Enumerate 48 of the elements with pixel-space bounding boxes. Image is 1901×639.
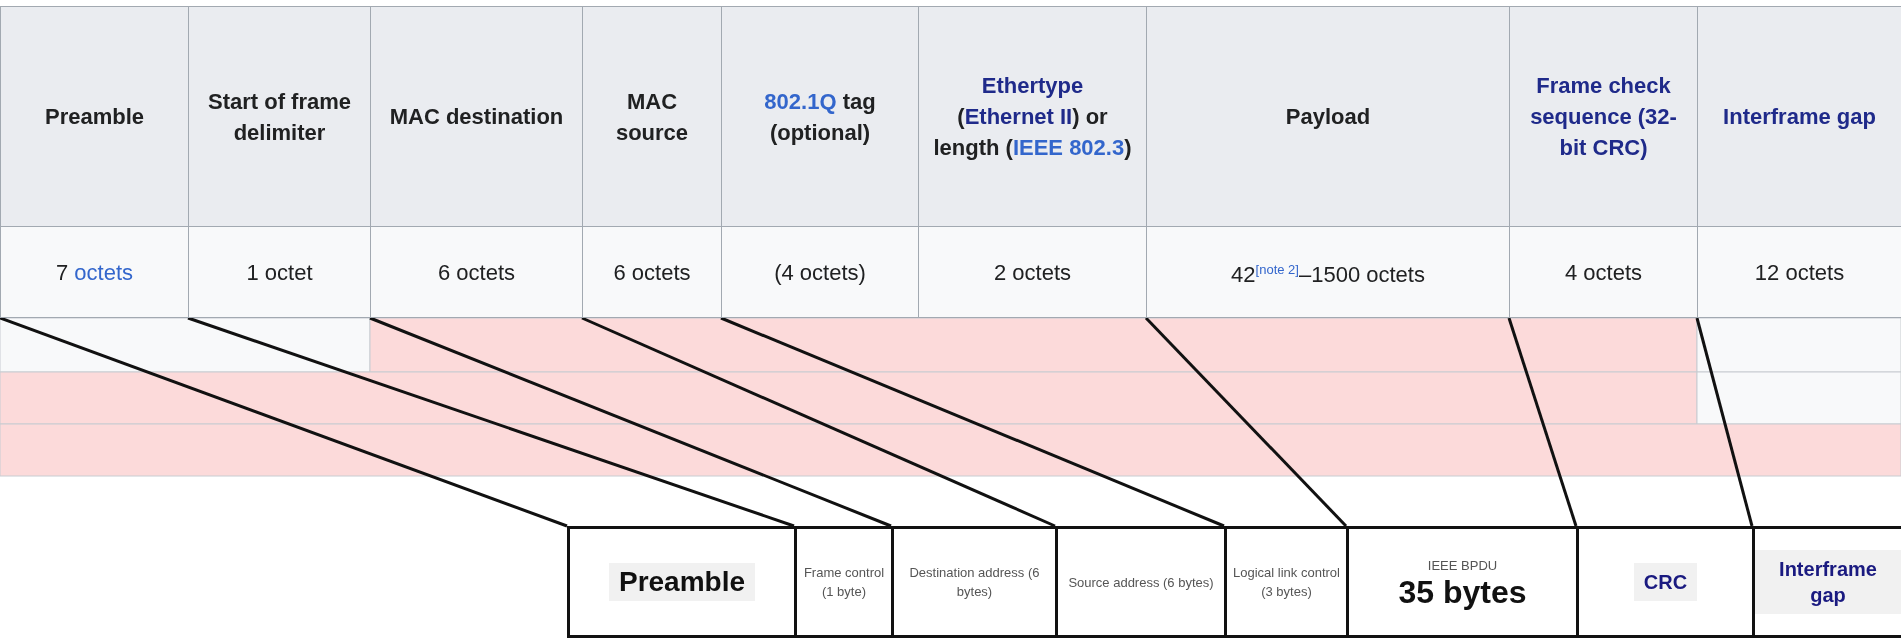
connector-line — [369, 316, 892, 528]
link: 802.1Q — [764, 88, 837, 114]
connector-line — [1144, 316, 1348, 528]
connector-line — [720, 316, 1225, 528]
column-header: Ethertype (Ethernet II) or length (IEEE 802.3) — [918, 6, 1147, 227]
frame-field-box — [794, 526, 894, 638]
frame-field-box — [1346, 526, 1579, 638]
field-label: CRC — [1633, 563, 1698, 601]
column-header: Start of frame delimiter — [188, 6, 371, 227]
field-size: 1 octet — [188, 226, 371, 318]
field-size: 7 octets — [0, 226, 189, 318]
field-label: Interframe gap — [1755, 550, 1901, 614]
link: Ethertype — [981, 73, 1084, 98]
frame-field-box — [567, 526, 797, 638]
field-size: 42$^{[note 2]}$–1500 octets — [1146, 226, 1510, 318]
field-size: 6 octets — [370, 226, 583, 318]
field-size: 6 octets — [582, 226, 722, 318]
link: octets — [74, 259, 134, 285]
link: IEEE 802.3 — [1012, 135, 1125, 160]
connector-line — [187, 316, 795, 528]
frame-field-box — [1224, 526, 1349, 638]
column-header: Interframe gap — [1697, 6, 1901, 227]
column-header: 802.1Q tag (optional) — [721, 6, 919, 227]
frame-field-box — [891, 526, 1058, 638]
connector-line — [0, 316, 568, 528]
field-label: Logical link control (3 bytes) — [1232, 564, 1341, 601]
column-header: Payload — [1146, 6, 1510, 227]
field-label: Source address (6 bytes) — [1067, 573, 1215, 592]
connector-line — [1695, 317, 1754, 527]
column-header: Preamble — [0, 6, 189, 227]
field-size: 2 octets — [918, 226, 1147, 318]
frame-field-box — [1752, 526, 1901, 638]
column-header: Frame check sequence (32-bit CRC) — [1509, 6, 1698, 227]
frame-field-box — [1055, 526, 1227, 638]
field-size: 12 octets — [1697, 226, 1901, 318]
column-header: MAC source — [582, 6, 722, 227]
field-label: 35 bytes — [1398, 574, 1527, 609]
column-header: MAC destination — [370, 6, 583, 227]
connector-line — [581, 316, 1056, 528]
field-label: IEEE BPDU — [1426, 556, 1499, 575]
field-label: Destination address (6 bytes) — [908, 564, 1041, 601]
connector-line — [1507, 317, 1578, 527]
field-label: Preamble — [608, 563, 756, 601]
field-size: 4 octets — [1509, 226, 1698, 318]
frame-field-box — [1576, 526, 1755, 638]
field-label: Frame control (1 byte) — [802, 564, 886, 601]
link: Ethernet II — [964, 104, 1073, 129]
field-size: (4 octets) — [721, 226, 919, 318]
